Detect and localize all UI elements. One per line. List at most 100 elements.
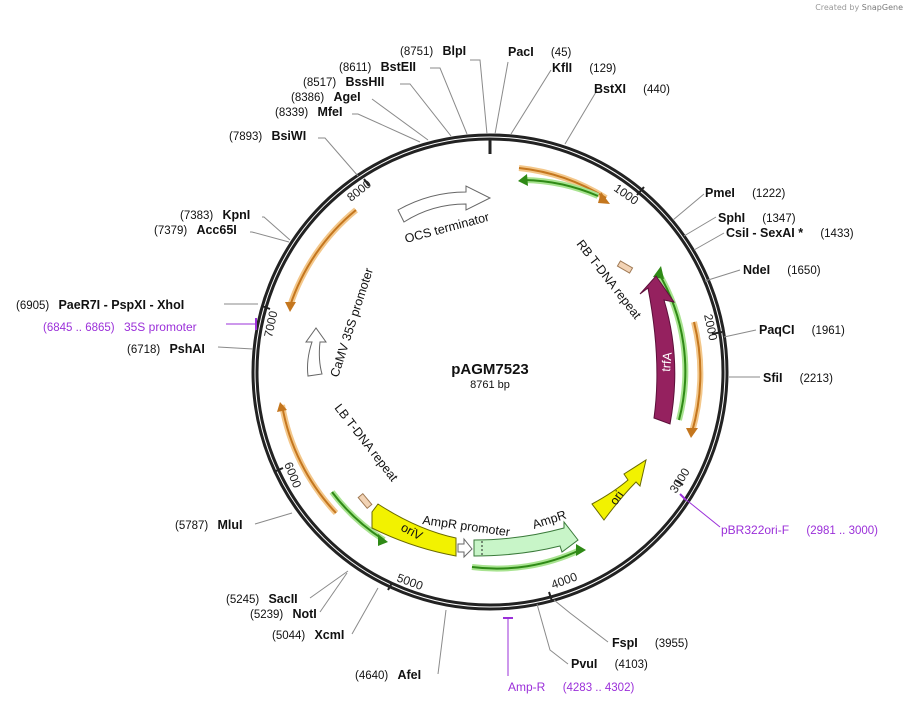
enzyme-pvui-pos: (4103) <box>615 659 648 671</box>
enzyme-kfli-name: KflI <box>552 61 572 75</box>
enzyme-pmei-pos: (1222) <box>752 188 785 200</box>
enzyme-ndei-name: NdeI <box>743 263 770 277</box>
enzyme-noti-pos: (5239) <box>250 609 283 621</box>
primer-pbr322-mark <box>679 493 687 501</box>
plasmid-name: pAGM7523 <box>451 361 529 378</box>
feature-label-camv-35s: CaMV 35S promoter <box>328 266 377 379</box>
enzyme-kpni-name: KpnI <box>222 208 250 222</box>
enzyme-agei-name: AgeI <box>333 90 360 104</box>
arrowhead-green-left-bottom <box>378 534 388 546</box>
tick-label-7000: 7000 <box>261 309 280 338</box>
enzyme-paqci-pos: (1961) <box>812 325 845 337</box>
afei-line <box>437 609 447 675</box>
feature-oriV-arrow <box>371 503 457 557</box>
enzyme-paci-name: PacI <box>508 45 534 59</box>
primer-ampr-name: Amp-R <box>508 680 546 694</box>
enzyme-kfli: KflI (129) <box>552 61 616 75</box>
enzyme-paqci: PaqCI (1961) <box>759 323 845 337</box>
enzyme-bsiwi: (7893) BsiWI <box>229 129 306 143</box>
bsiwi-line <box>318 137 359 177</box>
primers <box>226 318 721 676</box>
enzyme-agei-pos: (8386) <box>291 92 324 104</box>
mfei-line <box>352 113 421 143</box>
arrowhead-green-bottom <box>576 544 586 556</box>
enzyme-csii: CsiI - SexAI * (1433) <box>726 226 854 240</box>
sphi-line <box>683 216 717 237</box>
feature-label-trfA: trfA <box>659 351 675 372</box>
bsshii-line <box>400 83 452 137</box>
arrowhead-orange-right <box>686 428 698 438</box>
enzyme-pmei: PmeI (1222) <box>705 186 786 200</box>
enzyme-acc65i-name: Acc65I <box>196 223 236 237</box>
tick-3000-mark <box>674 479 684 486</box>
enzyme-pvui-name: PvuI <box>571 657 597 671</box>
feature-camv-35s-arrow <box>305 327 327 377</box>
orf-orange-right-core <box>691 321 702 433</box>
credit-brand: SnapGene <box>861 3 903 12</box>
enzyme-pshai-pos: (6718) <box>127 344 160 356</box>
feature-lb-repeat <box>357 493 373 509</box>
snapgene-credit: Created by SnapGene <box>815 3 903 12</box>
enzyme-bsshii-pos: (8517) <box>303 77 336 89</box>
tick-8000-mark <box>363 178 370 187</box>
orf-green-top-core <box>523 179 599 197</box>
arrowhead-orange-left-bottom <box>277 402 287 412</box>
acc65i-line <box>250 231 290 243</box>
orf-arcs <box>279 165 704 572</box>
feature-trfA-arrow <box>639 275 676 425</box>
enzyme-agei: (8386) AgeI <box>291 90 361 104</box>
orf-orange-left-top-core <box>289 209 357 307</box>
orf-green-bottom-core <box>471 549 581 570</box>
ndei-line <box>704 269 741 282</box>
enzyme-noti-name: NotI <box>292 607 316 621</box>
orf-green-right-core <box>657 271 687 421</box>
enzyme-afei: (4640) AfeI <box>355 668 421 682</box>
tick-label-2000: 2000 <box>701 313 720 342</box>
enzyme-pmei-name: PmeI <box>705 186 735 200</box>
enzyme-sfii: SfiI (2213) <box>763 371 833 385</box>
tick-6000-mark <box>275 467 284 472</box>
enzyme-bsteii: (8611) BstEII <box>339 60 416 74</box>
enzyme-bstxi: BstXI (440) <box>594 82 670 96</box>
enzyme-sphi: SphI (1347) <box>718 211 796 225</box>
enzyme-sacii: (5245) SacII <box>226 592 298 606</box>
primer-labels: (6845 .. 6865) 35S promoter pBR322ori-F … <box>43 320 878 694</box>
enzyme-pshai-name: PshAI <box>169 342 204 356</box>
enzyme-paci-pos: (45) <box>551 47 572 59</box>
feature-label-ori: ori <box>607 488 626 507</box>
enzyme-mfei-pos: (8339) <box>275 107 308 119</box>
enzyme-csii-name: CsiI - SexAI * <box>726 226 803 240</box>
fspi-line <box>553 599 609 643</box>
enzyme-xhoi-name: PaeR7I - PspXI - XhoI <box>58 298 184 312</box>
enzyme-noti: (5239) NotI <box>250 607 317 621</box>
enzyme-blpi-name: BlpI <box>442 44 466 58</box>
tick-5000-mark <box>387 582 393 591</box>
arrowhead-green-top <box>518 174 528 186</box>
enzyme-mfei: (8339) MfeI <box>275 105 342 119</box>
tick-7000-mark <box>261 305 271 310</box>
enzyme-labels: (8751) BlpI (8611) BstEII (8517) BssHII … <box>16 44 854 682</box>
tick-marks <box>261 178 723 602</box>
enzyme-paci: PacI (45) <box>508 45 572 59</box>
orf-orange-top-core <box>518 167 607 199</box>
enzyme-mlui: (5787) MluI <box>175 518 242 532</box>
enzyme-pshai: (6718) PshAI <box>127 342 205 356</box>
enzyme-bstxi-pos: (440) <box>643 84 670 96</box>
sacii-line <box>309 570 349 599</box>
tick-4000-mark <box>548 591 553 602</box>
primer-ampr-range: (4283 .. 4302) <box>563 682 635 694</box>
feature-ori-arrow <box>591 458 647 521</box>
enzyme-xhoi: (6905) PaeR7I - PspXI - XhoI <box>16 298 184 312</box>
enzyme-paqci-name: PaqCI <box>759 323 794 337</box>
kfli-line <box>510 69 552 135</box>
enzyme-pvui: PvuI (4103) <box>571 657 648 671</box>
enzyme-xcmi: (5044) XcmI <box>272 628 344 642</box>
agei-line <box>371 98 429 141</box>
enzyme-bsteii-pos: (8611) <box>339 62 372 74</box>
enzyme-fspi-name: FspI <box>612 636 638 650</box>
enzyme-sfii-name: SfiI <box>763 371 782 385</box>
enzyme-kpni-pos: (7383) <box>180 210 213 222</box>
enzyme-bsteii-name: BstEII <box>381 60 416 74</box>
enzyme-xhoi-pos: (6905) <box>16 300 49 312</box>
